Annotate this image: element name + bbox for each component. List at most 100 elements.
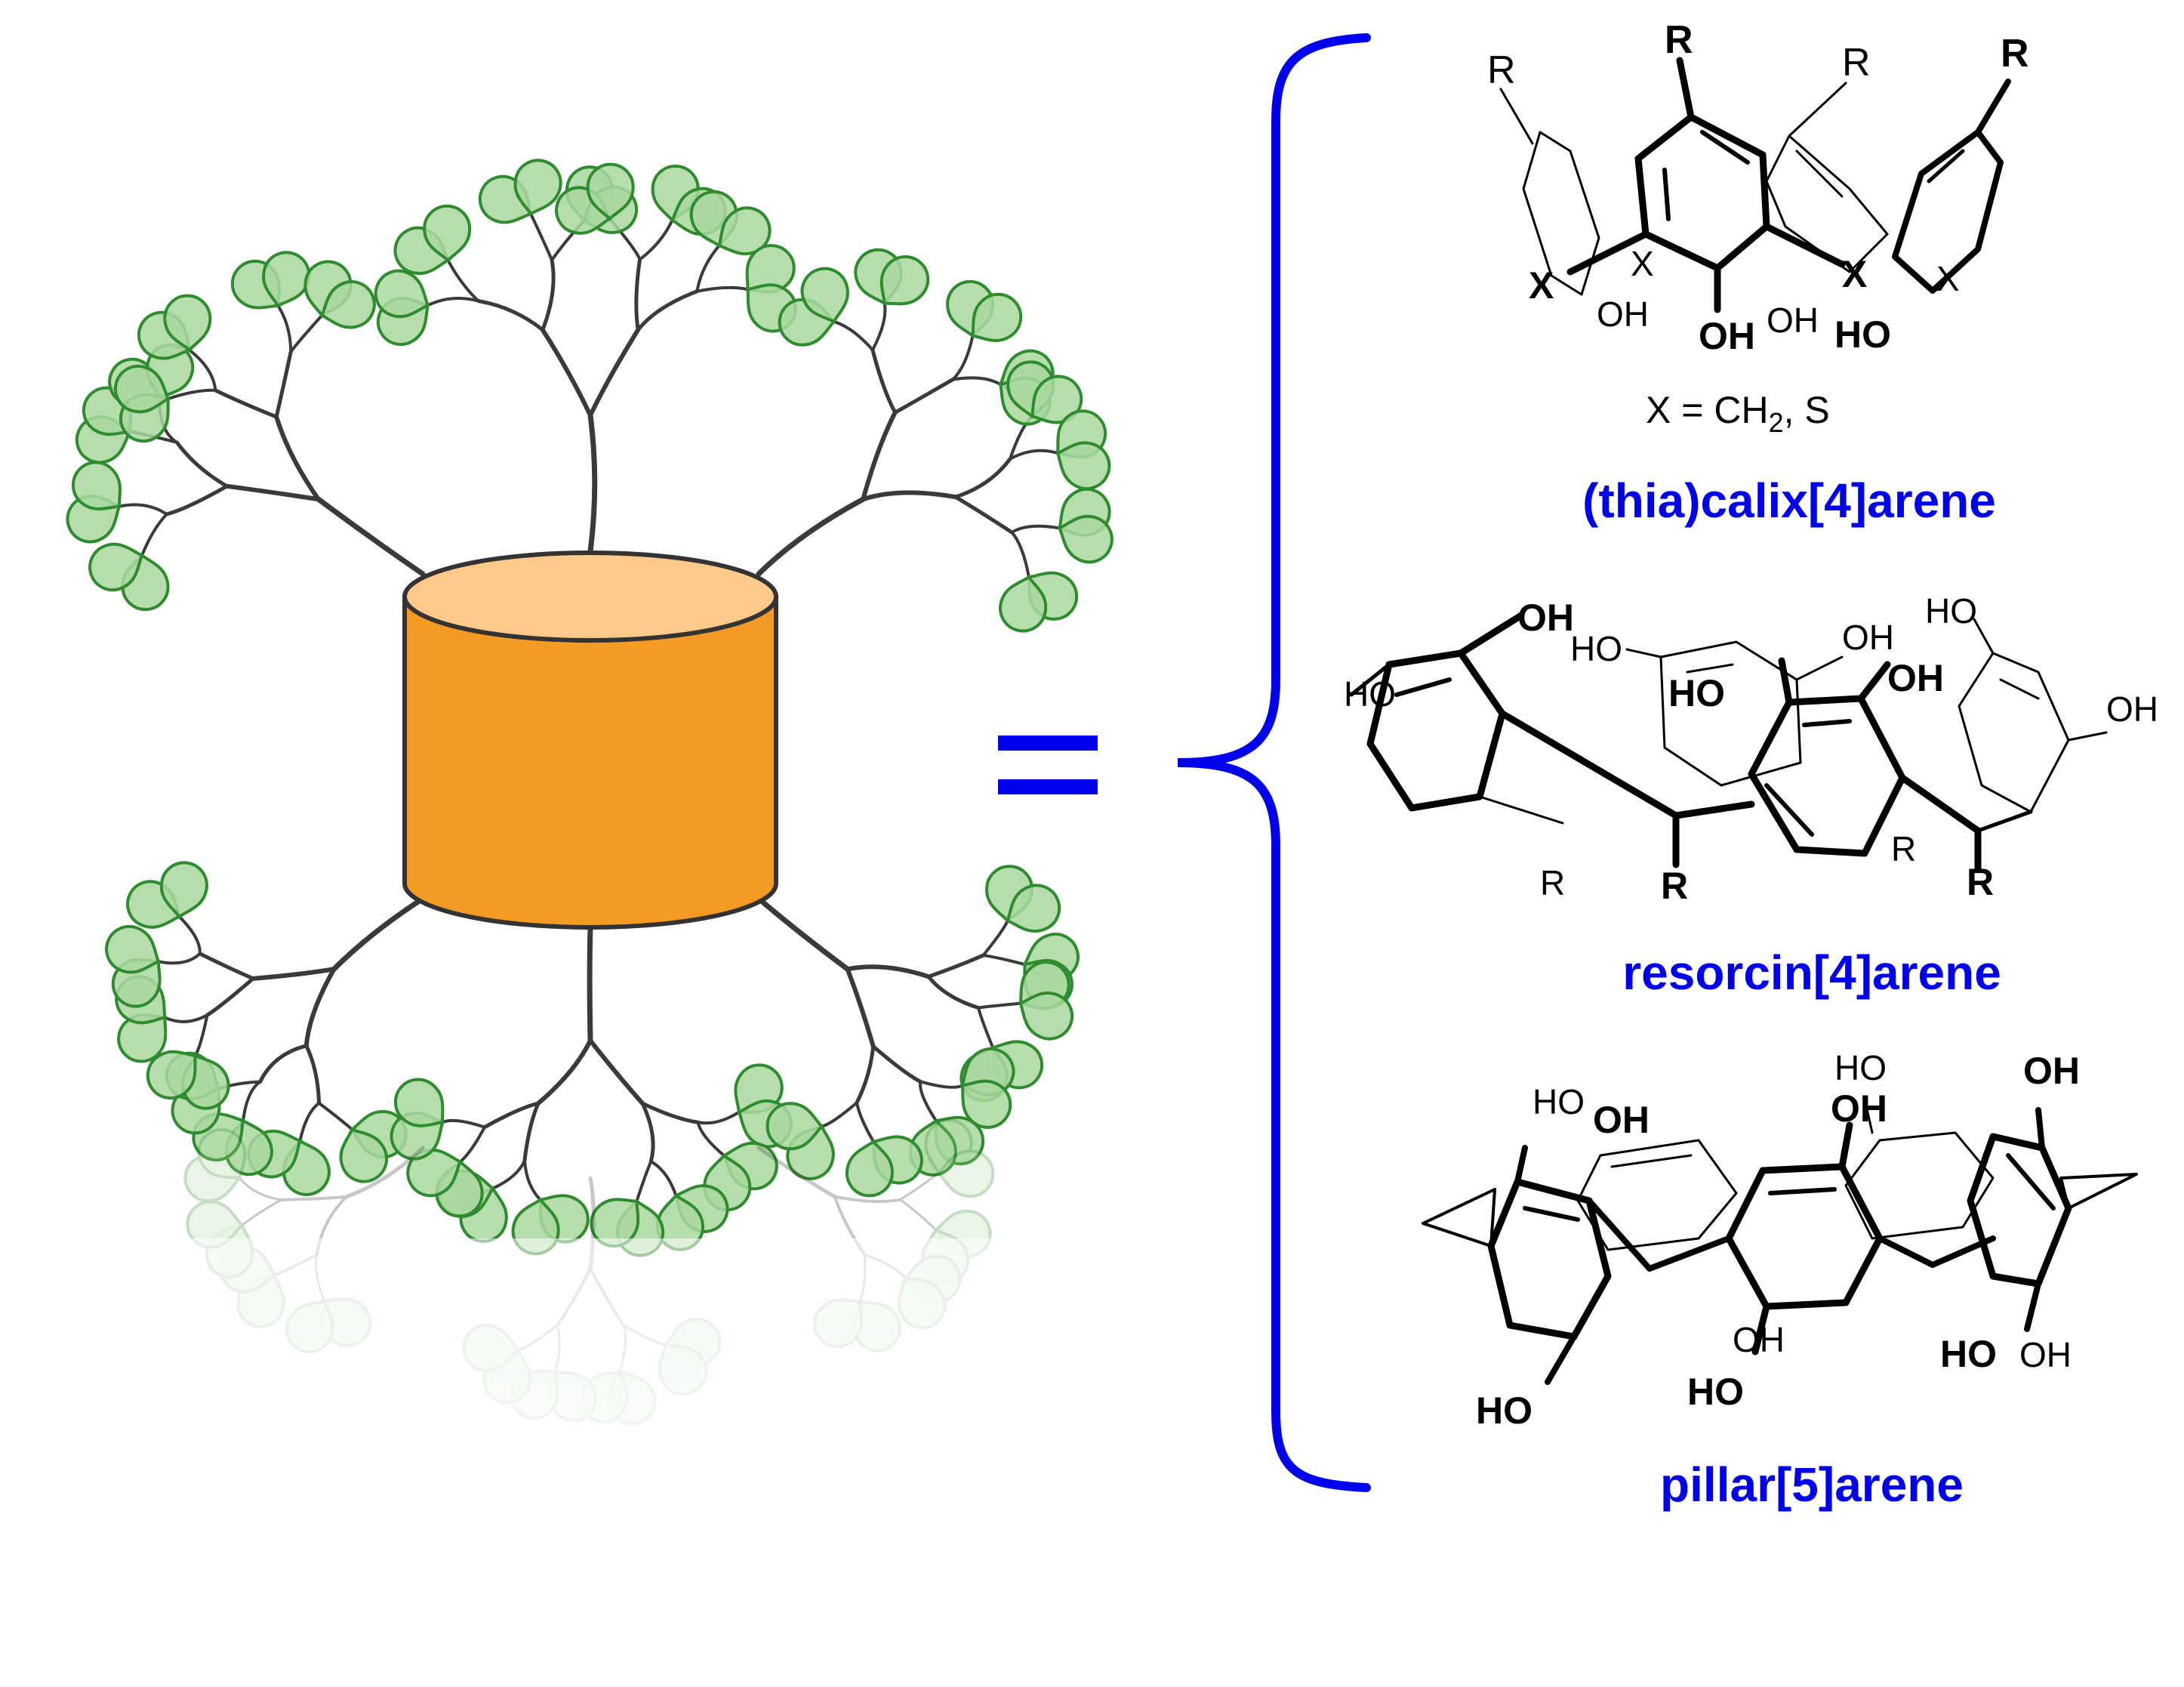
terminal-group-leaf (971, 292, 1023, 343)
branch-segment (118, 503, 168, 516)
bridge-note: X = CH2, S (1646, 389, 1830, 438)
branch-segment (441, 1118, 486, 1129)
hydroxyl-label: HO (1687, 1371, 1744, 1413)
terminal-group-leaf (1030, 375, 1083, 424)
branch-segment (1010, 530, 1030, 579)
branch-segment (213, 388, 279, 419)
terminal-group-leaf (800, 267, 849, 324)
branch-segment (756, 1146, 837, 1199)
branch-segment (187, 348, 217, 392)
pillararene-labels: HO OH OH HO OH OH HO HO HO OH (1476, 1048, 2080, 1432)
branch-segment (240, 1198, 283, 1226)
dendrimer-illustration (45, 159, 1193, 1687)
branch-segment (832, 319, 874, 352)
terminal-group-leaf (146, 1050, 198, 1100)
branch-segment (446, 258, 480, 303)
branch-segment (193, 1013, 209, 1058)
branch-segment (541, 258, 556, 332)
hydroxyl-label: OH (2106, 689, 2158, 729)
branch-segment (893, 378, 955, 415)
hydroxyl-label: OH (2023, 1050, 2080, 1092)
curly-brace (1177, 33, 1371, 1492)
branch-segment (953, 457, 1012, 499)
branch-segment (855, 1101, 876, 1143)
equals-sign (998, 736, 1098, 794)
hydroxyl-label: OH (1767, 301, 1819, 340)
substituent-r: R (1540, 863, 1565, 902)
terminal-group-leaf (423, 204, 472, 263)
terminal-group-leaf (765, 1102, 824, 1151)
branch-segment (640, 1101, 655, 1164)
hydroxyl-label: HO (1834, 313, 1891, 356)
terminal-group-leaf (163, 294, 212, 353)
terminal-group-leaf (114, 364, 171, 414)
branch-segment (458, 1125, 486, 1164)
branch-segment (276, 304, 293, 354)
terminal-group-leaf (513, 159, 562, 216)
hydroxyl-label: OH (1831, 1087, 1887, 1130)
branch-segment (522, 1101, 541, 1163)
branch-segment (163, 1013, 209, 1023)
hydroxyl-label: HO (1940, 1333, 1997, 1375)
branch-segment (919, 1080, 964, 1089)
branch-segment (1008, 449, 1059, 461)
terminal-group-leaf (339, 1127, 388, 1183)
branch-segment (344, 1146, 425, 1199)
branch-segment (820, 1101, 858, 1128)
terminal-group-leaf (262, 251, 311, 308)
terminal-group-leaf (1005, 884, 1061, 933)
branch-segment (304, 1044, 322, 1106)
branch-segment (981, 919, 1009, 958)
branch-segment (476, 299, 545, 332)
hydroxyl-label: HO (1570, 629, 1622, 668)
branch-segment (649, 1160, 678, 1198)
macrocycle-core-cylinder (402, 551, 778, 930)
hydroxyl-label: OH (1699, 315, 1755, 357)
branch-segment (140, 512, 168, 557)
cylinder-body (402, 594, 778, 930)
terminal-group-leaf (879, 255, 930, 306)
branch-segment (426, 297, 480, 307)
terminal-group-leaf (1057, 514, 1114, 564)
resorcinarene-caption: resorcin[4]arene (1622, 945, 2001, 1000)
branch-segment (635, 1160, 653, 1203)
hydroxyl-label: OH (1842, 618, 1894, 657)
branch-segment (274, 350, 293, 419)
branch-segment (298, 1101, 321, 1143)
branch-segment (156, 951, 202, 965)
substituent-r: R (1891, 829, 1916, 868)
branch-segment (1010, 524, 1061, 534)
branch-segment (522, 1158, 542, 1201)
branch-segment (588, 327, 641, 418)
hydroxyl-label: HO (1834, 1048, 1887, 1087)
terminal-group-leaf (717, 206, 772, 256)
terminal-group-leaf (1055, 441, 1111, 490)
branch-segment (166, 388, 217, 401)
branch-segment (845, 964, 932, 979)
substituent-r: R (1661, 865, 1688, 907)
terminal-group-leaf (960, 1079, 1012, 1129)
branch-segment (303, 967, 337, 1048)
branch-segment (918, 1080, 938, 1123)
hydroxyl-label: OH (1887, 657, 1944, 699)
terminal-group-leaf (845, 1139, 894, 1198)
branch-segment (588, 1038, 645, 1106)
terminal-group-leaf (586, 162, 635, 221)
hydroxyl-label: HO (1344, 674, 1396, 714)
branch-segment (855, 1044, 876, 1105)
hydroxyl-label: OH (1733, 1320, 1785, 1359)
branch-segment (634, 258, 642, 332)
branch-segment (205, 976, 255, 1017)
branch-segment (177, 914, 202, 955)
terminal-group-leaf (105, 925, 161, 974)
branch-segment (279, 1195, 349, 1201)
branch-segment (224, 483, 321, 502)
branch-segment (316, 496, 426, 577)
branch-segment (833, 1195, 902, 1204)
substituent-r: R (1842, 41, 1871, 85)
substituent-r: R (1487, 48, 1516, 92)
branch-segment (898, 1198, 938, 1232)
branch-segment (976, 1001, 1022, 1010)
branch-segment (861, 410, 898, 502)
branch-segment (951, 376, 1003, 387)
